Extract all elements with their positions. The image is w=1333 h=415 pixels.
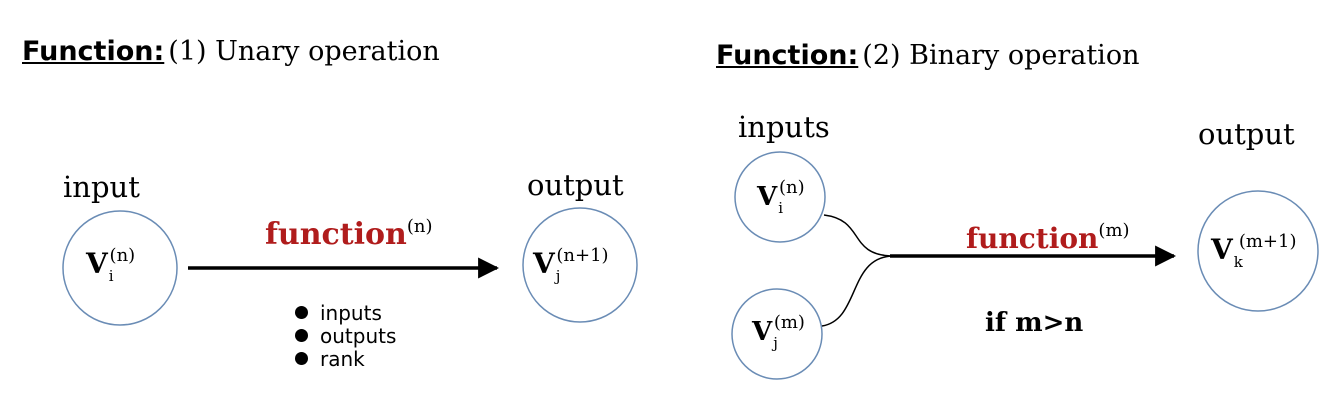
binary-inputs-label: inputs: [738, 110, 830, 144]
unary-output-label: output: [527, 168, 624, 202]
unary-heading-text: (1) Unary operation: [168, 36, 440, 67]
unary-heading: Function: (1) Unary operation: [22, 36, 440, 67]
binary-input-node-1-base: V: [757, 182, 778, 212]
binary-function-label: function(m): [966, 220, 1130, 255]
bullet-dot: [295, 329, 308, 342]
binary-heading-bold: Function:: [716, 40, 859, 71]
binary-output-node-circle: [1197, 190, 1319, 312]
binary-input-node-1-sub: i: [778, 199, 783, 217]
unary-input-node-label: Vi(n): [86, 245, 135, 285]
binary-function-name: function: [966, 222, 1099, 255]
bullet-dot: [295, 352, 308, 365]
binary-function-superscript: (m): [1098, 220, 1130, 241]
binary-input-node-2-base: V: [752, 317, 773, 347]
unary-output-node-base: V: [533, 247, 555, 280]
bullet-item: inputs: [295, 302, 396, 325]
bullet-text-inputs: inputs: [320, 301, 382, 325]
unary-function-name: function: [265, 217, 407, 252]
binary-heading: Function: (2) Binary operation: [716, 40, 1139, 71]
bullet-text-outputs: outputs: [320, 324, 397, 348]
bullet-dot: [295, 306, 308, 319]
binary-heading-text: (2) Binary operation: [862, 40, 1140, 71]
binary-merge-curve-top: [823, 214, 893, 257]
unary-bullet-list: inputs outputs rank: [295, 302, 396, 371]
binary-condition-text: if m>n: [985, 308, 1084, 338]
binary-input-node-2-sup: (m): [773, 312, 805, 333]
binary-output-node-sub: k: [1233, 253, 1243, 271]
unary-input-node-sup: (n): [109, 245, 136, 266]
unary-output-node-label: Vj(n+1): [533, 245, 609, 285]
unary-heading-bold: Function:: [22, 36, 165, 67]
bullet-item: outputs: [295, 325, 396, 348]
binary-output-node-label: Vk(m+1): [1211, 231, 1296, 271]
binary-input-node-1-label: Vi(n): [757, 177, 805, 217]
bullet-item: rank: [295, 348, 396, 371]
unary-input-label: input: [63, 170, 140, 204]
unary-output-node-sup: (n+1): [556, 245, 609, 266]
binary-output-label: output: [1198, 117, 1295, 151]
unary-output-node-circle: [522, 207, 638, 323]
binary-input-node-1-circle: [734, 151, 826, 243]
binary-input-node-2-label: Vj(m): [752, 312, 805, 352]
binary-input-node-1-sup: (n): [779, 177, 805, 198]
unary-input-node-circle: [62, 210, 178, 326]
binary-output-node-base: V: [1211, 233, 1233, 266]
unary-output-node-sub: j: [555, 267, 561, 285]
unary-function-superscript: (n): [406, 216, 433, 237]
unary-function-label: function(n): [265, 216, 433, 252]
binary-merge-curve-bottom: [821, 255, 893, 327]
unary-input-node-sub: i: [108, 267, 114, 285]
unary-input-node-base: V: [86, 247, 108, 280]
binary-input-node-2-circle: [731, 288, 823, 380]
binary-input-node-2-sub: j: [773, 334, 778, 352]
binary-output-node-sup: (m+1): [1238, 231, 1297, 252]
bullet-text-rank: rank: [320, 347, 365, 371]
